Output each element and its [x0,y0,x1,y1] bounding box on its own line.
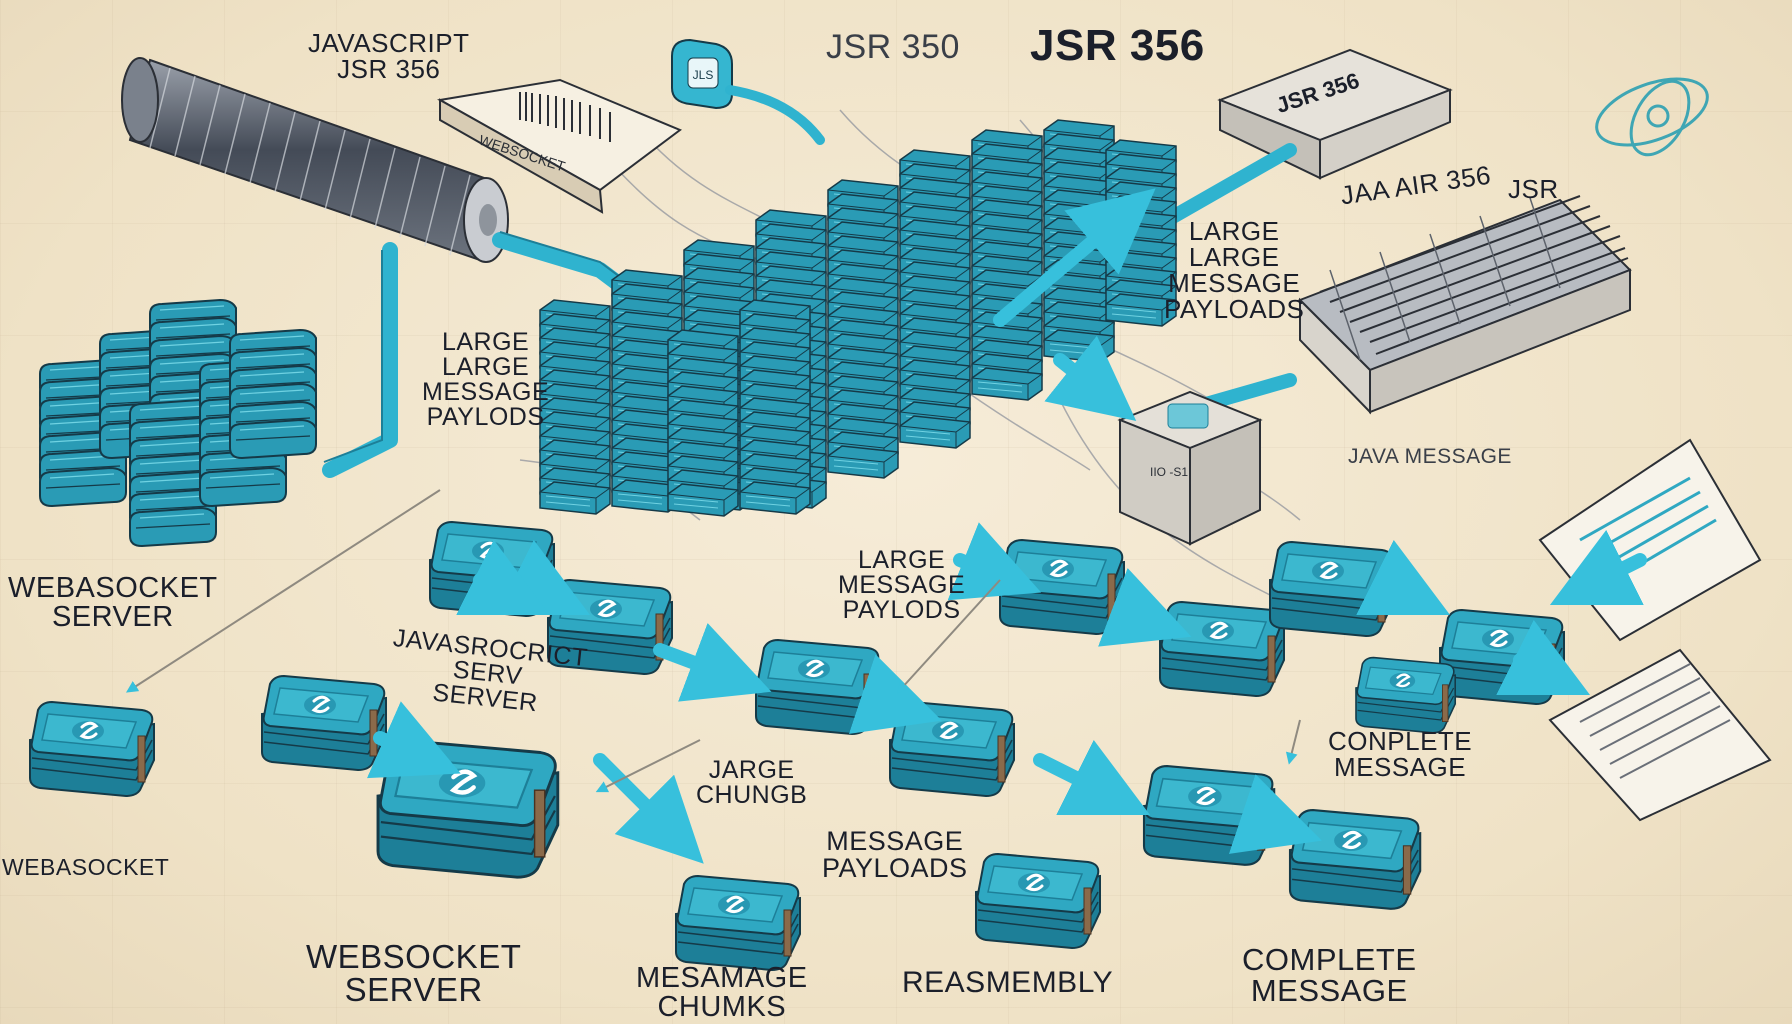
arrow-icon [947,522,1042,601]
label-message-chunks: MESAMAGE CHUMKS [636,962,808,1023]
server-slab [739,481,811,515]
chunk-block-icon [1438,608,1566,706]
chunk-block-icon [974,852,1102,950]
server-slab [199,467,287,507]
arrow-icon [993,188,1156,327]
label-large-payloads-left: LARGE LARGE MESSAGE PAYLODS [422,328,550,431]
server-stack-icon [39,299,317,547]
chunk-block-icon [1142,764,1276,867]
server-slab [899,415,971,449]
label-jsr-small: JSR 350 [826,28,960,66]
chunk-block-icon [1158,600,1286,698]
server-slab [39,467,127,507]
label-jarge-chunge: JARGE CHUNGB [696,756,808,809]
label-java-message: JAVA MESSAGE [1348,445,1512,468]
arrow-icon [1044,335,1137,421]
chunk-block-icon [378,741,558,877]
chunk-block-icon [260,674,388,772]
thin-arrows [125,489,1301,793]
server-slab [827,445,899,479]
server-slab [129,507,217,547]
flow-arrows [366,188,1647,864]
label-websocket-small: WEBASOCKET [2,854,170,880]
chunk-block-icon [998,538,1126,636]
chunk-block-icon [28,700,156,798]
label-javascript-jsr356: JAVASCRIPT JSR 356 [308,28,470,84]
network-router-icon: JSR 356 [1143,48,1453,237]
chunk-block-icon [754,638,882,736]
label-large-payloads-center: LARGE MESSAGE PAYLODS [838,546,966,624]
chunk-block-icon [428,520,556,618]
arrow-icon [1033,739,1151,816]
small-box-text: IIO -S1 [1150,465,1188,479]
arrow-icon [366,701,461,779]
package-cube-icon: IIO -S1 [1117,390,1263,546]
chunk-block-icon [1354,656,1457,734]
arrow-icon [456,539,551,616]
arrow-icon [653,622,772,702]
label-jsr-right: JSR [1508,174,1559,204]
server-slab [667,483,739,517]
label-websocket-server-left: WEBASOCKET SERVER [8,572,218,633]
label-jsr-big: JSR 356 [1030,21,1205,70]
label-complete-message-bottom: COMPLETE MESSAGE [1242,942,1417,1008]
device-glyph: JLS [693,68,714,82]
swirl-logo-icon [1595,77,1709,157]
label-reassembly: REASMEMBLY [902,966,1114,999]
chunk-block-icon [1268,540,1396,638]
label-message-payloads-bottom: MESSAGE PAYLOADS [822,826,968,883]
label-websocket-server-bottom: WEBSOCKET SERVER [306,938,522,1008]
label-complete-message-right: CONPLETE MESSAGE [1328,726,1473,782]
package-cube-icon: JLS [671,38,825,145]
chunk-block-icon [674,874,802,972]
server-stack-icon [539,119,1177,517]
arrow-icon [848,654,942,734]
chunk-block-icon [1288,808,1422,911]
arrow-icon [593,753,704,864]
arrow-icon [496,539,591,616]
arrow-icon [1228,774,1322,854]
coil-cable-icon [121,57,509,263]
server-slab [539,481,611,515]
server-slab [971,367,1043,401]
arrow-icon [1496,619,1591,696]
document-icon [1538,438,1772,822]
label-large-payloads-right: LARGE LARGE MESSAGE PAYLOADS [1164,216,1305,324]
arrow-icon [1549,529,1647,606]
server-slab [229,419,317,459]
arrow-icon [1356,539,1451,616]
arrow-icon [1098,567,1192,647]
